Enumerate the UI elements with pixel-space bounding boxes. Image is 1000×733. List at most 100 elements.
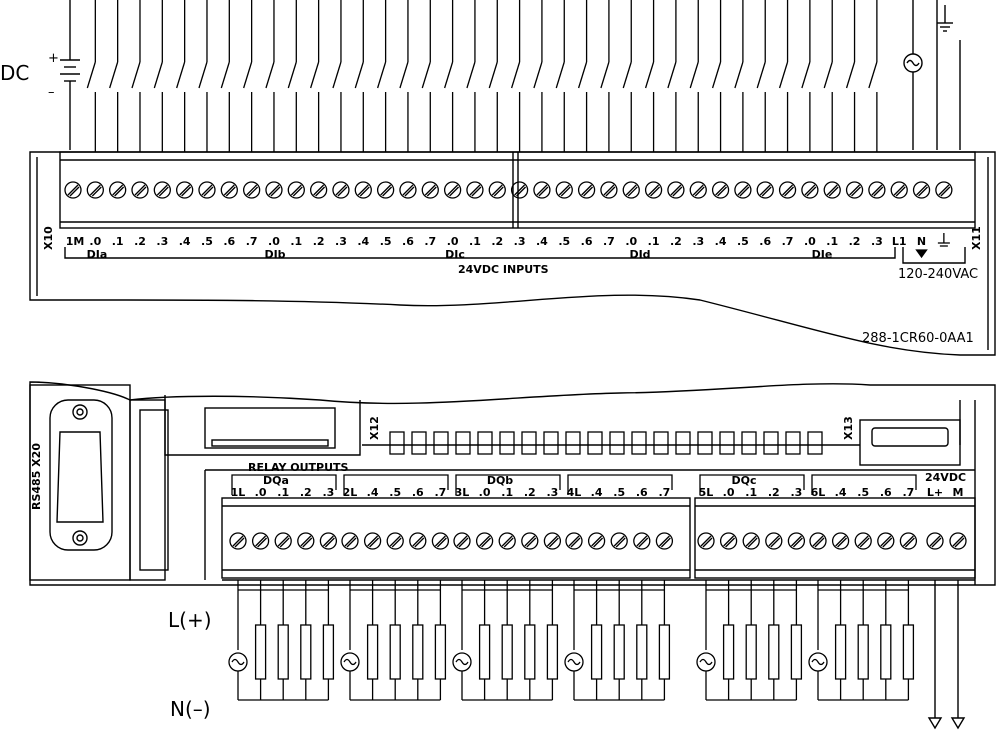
output-group-bracket (811, 474, 917, 495)
input-group-label: DIa (87, 248, 108, 261)
top-terminal-screw-slot2 (382, 186, 393, 197)
bottom-terminal-screw-slot (501, 535, 513, 547)
output-group-bracket (343, 474, 449, 495)
top-terminal-screw (198, 181, 216, 199)
output-terminal-label: .1 (745, 486, 757, 499)
module-outlines (29, 0, 996, 730)
input-group-label: DIc (445, 248, 465, 261)
output-terminal-label: .6 (636, 486, 648, 499)
relay-slot (675, 431, 691, 455)
input-terminal-label: .4 (357, 235, 369, 248)
output-terminal-label: .6 (412, 486, 424, 499)
top-terminal-screw (131, 181, 149, 199)
top-terminal-screw (153, 181, 171, 199)
input-switch (622, 61, 632, 89)
bottom-terminal-screw-slot (277, 535, 289, 547)
top-terminal-screw-slot2 (694, 186, 705, 197)
input-switch (176, 61, 186, 89)
ac-source-wave (343, 658, 357, 666)
top-terminal-screw-slot2 (426, 186, 437, 197)
input-switch (220, 61, 230, 89)
load-resistor (412, 624, 424, 680)
top-terminal-screw (287, 181, 305, 199)
bottom-terminal-screw-slot2 (346, 537, 357, 548)
output-group-label: DQa (263, 474, 289, 487)
bottom-terminal-screw (341, 532, 359, 550)
bottom-terminal-screw (229, 532, 247, 550)
bottom-terminal-screw-slot2 (436, 537, 447, 548)
top-terminal-screw-slot2 (158, 186, 169, 197)
bottom-terminal-screw (565, 532, 583, 550)
bottom-terminal-screw (949, 532, 967, 550)
bottom-terminal-screw-slot2 (414, 537, 425, 548)
input-terminal-label: .7 (246, 235, 258, 248)
input-terminal-label: .2 (491, 235, 503, 248)
input-switch (711, 61, 722, 89)
output-terminal-label: .3 (790, 486, 802, 499)
supply-voltage-label: 120-240VAC (898, 267, 978, 282)
top-terminal-screw (622, 181, 640, 199)
dc-label: DC (0, 61, 29, 85)
bottom-terminal-screw (742, 532, 760, 550)
input-terminal-label: .0 (89, 235, 101, 248)
input-switch (778, 61, 789, 89)
rs485-panel (29, 384, 131, 581)
bottom-terminal-screw-slot2 (570, 537, 581, 548)
relay-slot (785, 431, 801, 455)
relay-slot (565, 431, 581, 455)
output-terminal-label: .6 (880, 486, 892, 499)
load-resistor (478, 624, 491, 680)
bottom-terminal-screw-slot (658, 535, 670, 547)
input-switch (756, 61, 766, 89)
input-terminal-label: .1 (112, 235, 124, 248)
load-resistor (636, 624, 648, 680)
load-resistor (389, 624, 401, 680)
input-switch (845, 61, 856, 89)
top-terminal-screw (577, 181, 596, 199)
input-switch (399, 61, 409, 89)
bottom-terminal-screw-slot2 (792, 537, 803, 548)
bottom-terminal-screw-slot2 (503, 537, 514, 548)
input-switch (354, 61, 364, 89)
top-terminal-screw-slot2 (69, 186, 80, 197)
input-terminal-label: .6 (402, 235, 414, 248)
bottom-terminal-screw-slot2 (725, 537, 736, 548)
top-terminal-screw-slot2 (493, 186, 504, 197)
output-terminal-label: .2 (300, 486, 312, 499)
bottom-terminal-screw-slot (412, 535, 424, 547)
relay-slot (433, 431, 449, 455)
bottom-terminal-screw-slot (456, 535, 468, 547)
output-terminal-label: 2L (343, 486, 358, 499)
ac-source-wave (567, 658, 581, 666)
bottom-terminal-screw (831, 532, 850, 550)
input-switch (466, 61, 476, 89)
top-terminal-screw (175, 181, 194, 199)
bottom-terminal-screw-slot2 (615, 537, 626, 548)
bottom-terminal-screw-slot2 (481, 537, 492, 548)
input-terminal-label: .1 (648, 235, 660, 248)
output-terminal-label: 6L (811, 486, 826, 499)
top-terminal-screw-slot2 (583, 186, 594, 197)
relay-slot (807, 431, 823, 455)
top-terminal-screw-slot (424, 184, 436, 196)
supply-terminal-label: M (953, 486, 964, 499)
input-switch (198, 61, 208, 89)
bottom-terminal-screw-slot (344, 535, 356, 547)
bottom-terminal-screw-slot2 (593, 537, 604, 548)
supply-terminal-label: L+ (927, 486, 943, 499)
top-terminal-screw (466, 181, 484, 199)
output-terminal-label: .1 (277, 486, 289, 499)
top-terminal-screw-slot (179, 184, 191, 196)
input-terminal-label: .4 (179, 235, 191, 248)
bottom-terminal-screw-slot (613, 535, 625, 547)
bottom-terminal-screw-slot2 (814, 537, 825, 548)
top-terminal-screw (86, 181, 104, 199)
relay-slot (763, 431, 779, 455)
bottom-terminal-screw (899, 532, 918, 550)
relay-slot (609, 431, 625, 455)
input-terminal-label: .1 (469, 235, 481, 248)
bottom-terminal-screw (386, 532, 404, 550)
load-resistor (722, 624, 735, 680)
top-terminal-screw-slot2 (605, 186, 616, 197)
output-terminal-label: .4 (835, 486, 847, 499)
